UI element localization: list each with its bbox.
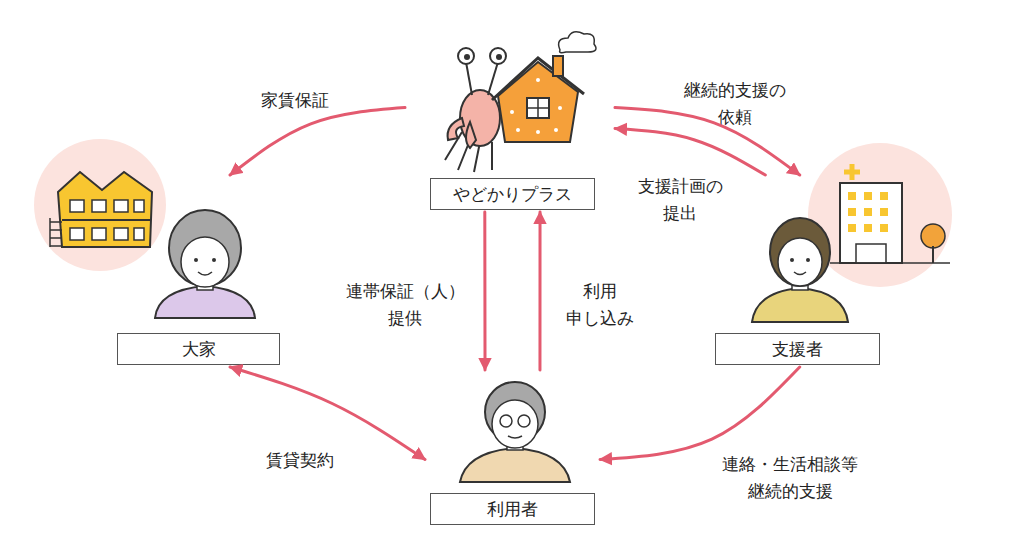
edge-label: 家賃保証 — [235, 87, 355, 114]
house-dots — [510, 78, 562, 134]
crab-claw — [448, 118, 464, 140]
apartment-window — [114, 228, 128, 240]
house-dot — [554, 128, 558, 132]
actor-node: 利用者 — [425, 370, 600, 527]
house-window — [527, 98, 549, 118]
hospital-window — [880, 192, 888, 200]
apartment-window — [70, 200, 84, 212]
hospital-window — [880, 224, 888, 232]
house-chimney — [553, 56, 563, 76]
crab-claw — [466, 122, 476, 148]
supporter-hair — [770, 218, 830, 286]
edge-label: 連帯保証（人） 提供 — [338, 278, 473, 332]
flow-arrow — [483, 212, 486, 370]
house-window-frame — [527, 98, 549, 118]
hermit-crab-illustration — [445, 32, 596, 172]
landlord-illustration — [155, 210, 255, 318]
user-illustration — [460, 382, 570, 482]
hospital-window — [864, 208, 872, 216]
landlord-mouth — [198, 272, 212, 275]
apartment-window — [134, 228, 144, 240]
supporter-mouth — [794, 272, 806, 275]
actor-node: 支援者 — [712, 175, 884, 367]
apartment-window — [70, 228, 84, 240]
apartment-window — [134, 200, 144, 212]
actor-node: やどかりプラス — [405, 38, 615, 212]
apartment-illustration — [50, 172, 152, 247]
apartment-window — [92, 200, 106, 212]
hospital-entrance — [856, 244, 886, 263]
apartment-stairs — [50, 218, 62, 247]
apartment-body — [58, 172, 152, 247]
supporter-body — [752, 288, 848, 322]
hospital-cross — [844, 164, 860, 180]
hospital-window — [848, 208, 856, 216]
house-dot — [510, 110, 514, 114]
flow-arrow — [538, 212, 541, 370]
house-dot — [536, 130, 540, 134]
edge-label: 利用 申し込み — [560, 278, 640, 332]
landlord-eye — [194, 258, 198, 262]
background-circle — [808, 143, 952, 287]
shell-house — [498, 62, 578, 142]
flow-arrow — [230, 108, 405, 175]
node-label: 大家 — [117, 333, 280, 365]
landlord-body — [155, 286, 255, 318]
tree-trunk — [932, 246, 934, 263]
hospital-window — [848, 192, 856, 200]
landlord-face — [181, 237, 229, 287]
apartment-floor-line — [62, 219, 150, 221]
apartment-window — [114, 200, 128, 212]
flow-arrow — [230, 367, 425, 459]
landlord-eye — [212, 258, 216, 262]
user-face — [492, 400, 538, 448]
tree-crown — [921, 224, 945, 248]
crab-eye — [490, 48, 506, 64]
user-body — [460, 448, 570, 482]
crab-pupil — [496, 54, 502, 60]
flow-arrow — [600, 367, 800, 459]
edge-label: 連絡・生活相談等 継続的支援 — [715, 451, 865, 505]
hospital-building — [840, 183, 902, 263]
house-dot — [536, 78, 540, 82]
ground-line — [830, 262, 950, 264]
flow-arrow — [615, 108, 800, 175]
user-mouth — [508, 436, 522, 438]
hospital-window — [848, 224, 856, 232]
edge-label: 賃貸契約 — [240, 447, 360, 474]
house-dot — [558, 106, 562, 110]
user-glasses — [500, 415, 512, 427]
supporter-eye — [790, 258, 794, 262]
chimney-smoke — [559, 32, 596, 53]
crab-pupil — [464, 54, 470, 60]
house-dot — [516, 128, 520, 132]
house-roof — [492, 58, 584, 100]
background-circle — [34, 139, 166, 271]
actor-node: 大家 — [110, 175, 285, 367]
edge-label: 継続的支援の 依頼 — [678, 77, 793, 131]
crab-eye — [458, 48, 474, 64]
user-glasses — [518, 415, 530, 427]
hospital-window — [864, 224, 872, 232]
crab-eye-stalk — [466, 62, 472, 95]
node-label: やどかりプラス — [430, 178, 595, 210]
node-label: 支援者 — [715, 333, 880, 365]
node-label: 利用者 — [430, 493, 595, 525]
hospital-illustration — [830, 164, 950, 263]
hospital-windows — [848, 192, 888, 232]
hospital-window — [864, 192, 872, 200]
edge-label: 支援計画の 提出 — [630, 173, 730, 227]
flow-arrow — [615, 128, 765, 175]
landlord-hair — [169, 210, 241, 286]
hospital-window — [880, 208, 888, 216]
supporter-illustration — [752, 218, 848, 322]
supporter-face — [778, 238, 822, 286]
apartment-window — [92, 228, 106, 240]
crab-eye-stalk — [488, 62, 498, 95]
supporter-eye — [806, 258, 810, 262]
